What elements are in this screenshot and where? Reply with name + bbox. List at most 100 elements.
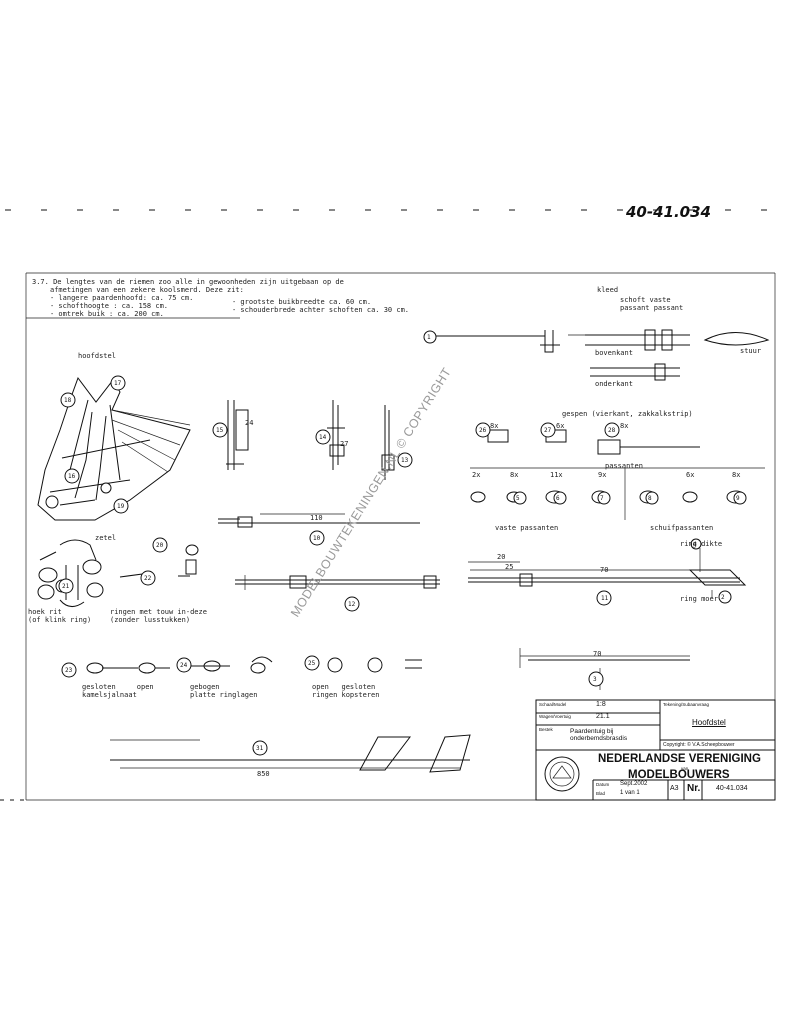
label-schoft-vaste: schoft vaste xyxy=(620,296,671,304)
notes-item-3: - omtrek buik : ca. 200 cm. xyxy=(50,310,164,318)
label-stuur: stuur xyxy=(740,347,762,355)
notes-right-item-1: - grootste buikbreedte ca. 60 cm. xyxy=(232,298,372,306)
svg-text:2: 2 xyxy=(721,594,725,601)
svg-text:15: 15 xyxy=(216,427,224,434)
svg-text:5: 5 xyxy=(516,495,520,502)
label-schuifpassanten: schuifpassanten xyxy=(650,524,714,532)
svg-text:23: 23 xyxy=(65,667,73,674)
svg-text:7: 7 xyxy=(600,495,604,502)
label-gespen: gespen (vierkant, zakkalkstrip) xyxy=(562,410,693,418)
gespen-count-3: 8x xyxy=(620,422,629,430)
tb-bestek-value: Paardentuig bij onderbemdsbrasdis xyxy=(570,728,628,742)
svg-text:1: 1 xyxy=(427,334,431,341)
tb-bestek-label: Bestek xyxy=(539,727,553,732)
label-open-gesloten: open gesloten ringen kopsteren xyxy=(312,683,380,699)
svg-text:9: 9 xyxy=(736,495,740,502)
label-ring-moer: ring moer xyxy=(680,595,718,603)
notes-item-1: - langere paardenhoofd: ca. 75 cm. xyxy=(50,294,194,302)
svg-text:21: 21 xyxy=(62,583,70,590)
tb-org-line-1: NEDERLANDSE VERENIGING xyxy=(598,753,761,765)
passant-count-5: 6x xyxy=(686,471,695,479)
tb-date-value: Sept.2002 xyxy=(620,781,648,787)
dimension-27: 27 xyxy=(340,440,349,448)
passant-count-3: 11x xyxy=(550,471,563,479)
gespen-drawing xyxy=(487,429,700,455)
buckle-details xyxy=(226,400,395,480)
label-kleed: kleed xyxy=(597,286,619,294)
label-hoofdstel: hoofdstel xyxy=(78,352,116,360)
part-number-markers: 17 18 16 19 15 14 13 10 12 20 21 22 23 2… xyxy=(58,330,747,756)
dimension-20: 20 xyxy=(497,553,506,561)
label-gebogen: gebogen platte ringlagen xyxy=(190,683,258,699)
ring-types-drawing xyxy=(86,656,422,674)
tb-date-label: Datum xyxy=(596,782,610,787)
label-hoek-ring: hoek rit (of klink ring) xyxy=(28,608,92,624)
dimension-25: 25 xyxy=(505,563,514,571)
svg-text:11: 11 xyxy=(601,595,609,602)
passant-count-4: 9x xyxy=(598,471,607,479)
svg-text:3: 3 xyxy=(593,676,597,683)
passant-count-2: 8x xyxy=(510,471,519,479)
label-ring-dikte: ring dikte xyxy=(680,540,723,548)
tb-org-van: van xyxy=(681,766,689,771)
stuur-drawing xyxy=(430,329,770,381)
svg-text:8: 8 xyxy=(648,495,652,502)
tb-org-line-2: MODELBOUWERS xyxy=(628,769,730,781)
svg-text:19: 19 xyxy=(117,503,125,510)
notes-item-2: - schofthoogte : ca. 158 cm. xyxy=(50,302,169,310)
label-vaste-passanten: vaste passanten xyxy=(495,524,559,532)
tb-copyright: Copyright: © V.A.Scheepbouwer xyxy=(663,742,735,748)
svg-text:16: 16 xyxy=(68,473,76,480)
label-passanten: passanten xyxy=(605,462,643,470)
strap-details xyxy=(218,513,440,590)
svg-text:28: 28 xyxy=(608,427,616,434)
svg-text:18: 18 xyxy=(64,397,72,404)
svg-text:4: 4 xyxy=(693,541,697,548)
notes-right-item-2: - schouderbrede achter schoften ca. 30 c… xyxy=(232,306,410,314)
svg-text:24: 24 xyxy=(180,662,188,669)
society-seal xyxy=(544,756,580,792)
dimension-110: 110 xyxy=(310,514,323,522)
ring-cluster-drawing xyxy=(37,539,199,607)
tb-nr-value: 40-41.034 xyxy=(716,785,748,792)
label-bovenkant: bovenkant xyxy=(595,349,633,357)
label-zetel: zetel xyxy=(95,534,117,542)
passant-count-6: 8x xyxy=(732,471,741,479)
tb-wagen-value: 21.1 xyxy=(596,713,610,720)
svg-text:22: 22 xyxy=(144,575,152,582)
handwritten-sheet-number: 40-41.034 xyxy=(626,203,711,221)
dimension-70-upper: 70 xyxy=(600,566,609,574)
svg-text:10: 10 xyxy=(313,535,321,542)
svg-text:26: 26 xyxy=(479,427,487,434)
tb-scale-value: 1:8 xyxy=(596,701,606,708)
svg-text:25: 25 xyxy=(308,660,316,667)
svg-text:12: 12 xyxy=(348,601,356,608)
passant-count-1: 2x xyxy=(472,471,481,479)
label-schoft-passant: passant passant xyxy=(620,304,684,312)
tb-scale-label: Schaal/Model xyxy=(539,702,567,707)
dimension-lines-lower xyxy=(110,648,690,773)
tb-subject: Hoofdstel xyxy=(692,718,726,727)
svg-text:27: 27 xyxy=(544,427,552,434)
label-gesloten-kamel: gesloten open kamelsjalnaat xyxy=(82,683,154,699)
label-ringen-met-touw: ringen met touw in-deze (zonder lusstukk… xyxy=(110,608,207,624)
tb-wagen-label: Wagen/Voertuig xyxy=(539,714,571,719)
tb-blad-value: 1 van 1 xyxy=(620,790,640,796)
title-block-frame xyxy=(535,699,776,801)
tb-nr-label: Nr. xyxy=(687,783,701,794)
dimension-70-lower: 70 xyxy=(593,650,602,658)
notes-line-2: afmetingen van een zekere koolsmerd. Dez… xyxy=(50,286,244,294)
long-strap-drawing xyxy=(468,548,747,598)
gespen-count-2: 6x xyxy=(556,422,565,430)
dimension-24: 24 xyxy=(245,419,254,427)
tb-subject-label: Tekening/Subaanvraag xyxy=(663,702,710,707)
gespen-count-1: 8x xyxy=(490,422,499,430)
tb-blad-label: Blad xyxy=(596,791,606,796)
svg-text:31: 31 xyxy=(256,745,264,752)
svg-text:20: 20 xyxy=(156,542,164,549)
label-onderkant: onderkant xyxy=(595,380,633,388)
svg-text:13: 13 xyxy=(401,457,409,464)
svg-text:6: 6 xyxy=(556,495,560,502)
